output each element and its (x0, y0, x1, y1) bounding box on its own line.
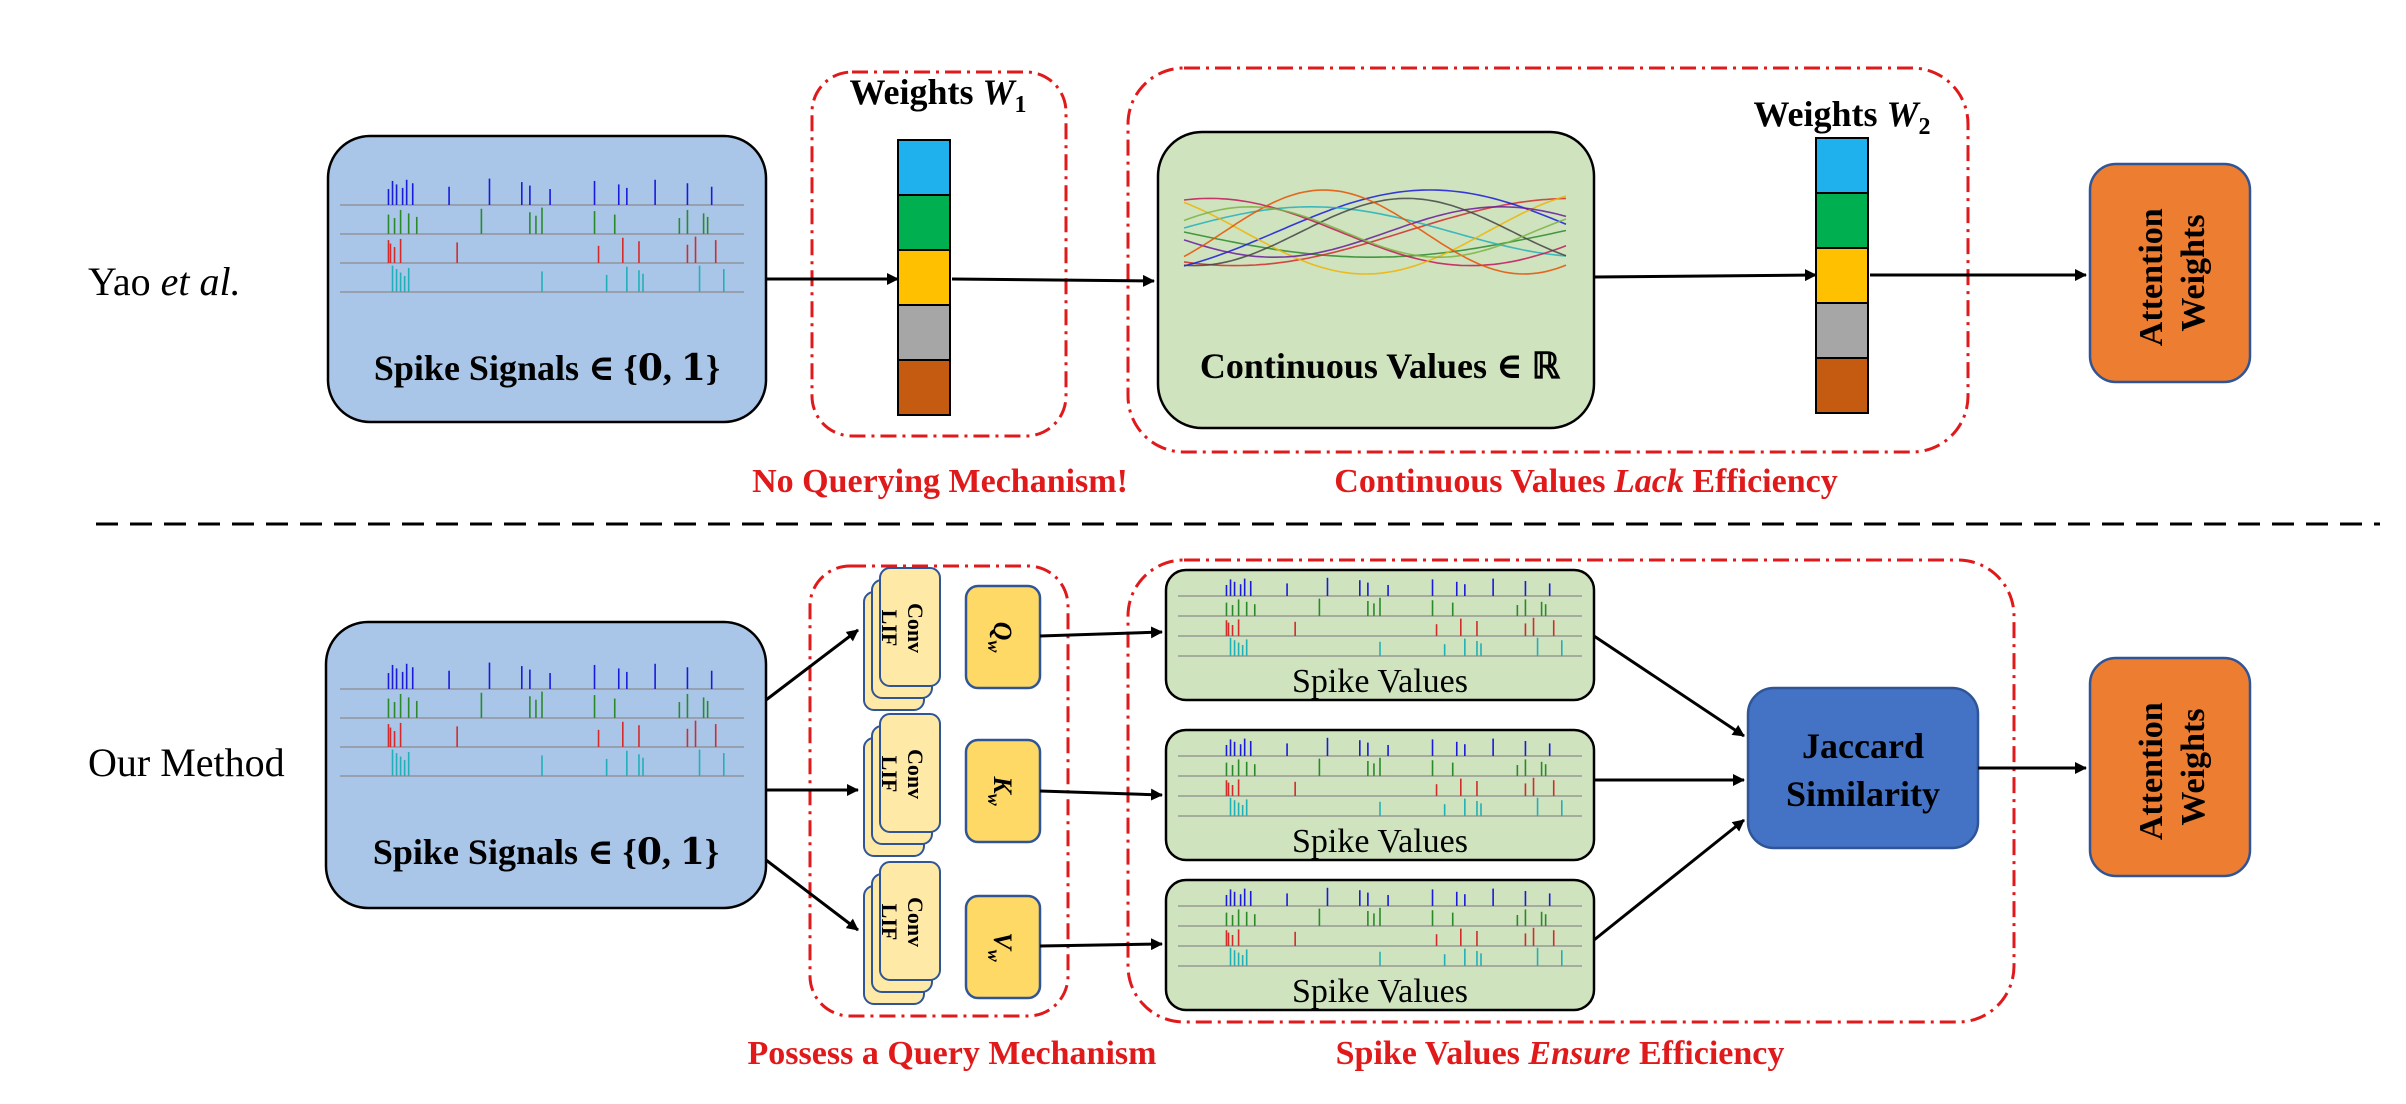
spike-values-label-v: Spike Values (1292, 973, 1468, 1010)
weights2-label: Weights W2 (1753, 94, 1930, 140)
continuous-values-box: Continuous Values ∈ ℝ (1156, 130, 1596, 430)
weights1-label: Weights W1 (849, 72, 1026, 118)
svg-text:ConvLIF: ConvLIF (877, 603, 928, 653)
spike-trace-plot (340, 662, 744, 777)
continuous-curves (1183, 189, 1567, 275)
svg-text:Jaccard: Jaccard (1802, 726, 1924, 766)
svg-text:ConvLIF: ConvLIF (877, 897, 928, 947)
conv-lif-stack-k: ConvLIF (863, 713, 941, 857)
v-weight-box: Vw (964, 894, 1042, 1000)
weights1-matrix (897, 139, 951, 416)
top-spike-signals-box: Spike Signals ∈ {𝟎, 𝟏} (326, 134, 768, 424)
top-attention-weights-box: Attention Weights (2088, 162, 2252, 384)
spike-values-label-k: Spike Values (1292, 823, 1468, 860)
top-row-label: Yao et al. (88, 259, 241, 304)
svg-text:Qw: Qw (984, 622, 1017, 654)
bottom-arrows (765, 626, 2087, 951)
top-spike-box-label: Spike Signals ∈ {𝟎, 𝟏} (374, 348, 720, 388)
spike-values-box-q: Spike Values (1164, 568, 1596, 702)
annotation-ensure-efficiency: Spike Values Ensure Efficiency (1336, 1035, 1785, 1072)
conv-lif-stack-q: ConvLIF (863, 567, 941, 711)
top-continuous-group-border (1126, 66, 1970, 454)
annotation-possess-query: Possess a Query Mechanism (748, 1035, 1157, 1072)
spike-values-box-v: Spike Values (1164, 878, 1596, 1012)
svg-text:ConvLIF: ConvLIF (877, 749, 928, 799)
continuous-box-label: Continuous Values ∈ ℝ (1200, 346, 1561, 386)
top-weights1-group-border (810, 70, 1068, 438)
spike-values-box-k: Spike Values (1164, 728, 1596, 862)
spike-trace-plot (1178, 737, 1582, 817)
weights2-matrix (1815, 137, 1869, 414)
svg-text:Kw: Kw (984, 775, 1017, 806)
annotation-lack-efficiency: Continuous Values Lack Efficiency (1334, 463, 1837, 500)
svg-text:Attention Weights: Attention Weights (2133, 200, 2212, 346)
bottom-spike-box-label: Spike Signals ∈ {𝟎, 𝟏} (373, 832, 719, 872)
bottom-efficiency-group-border (1126, 558, 2016, 1024)
top-arrows (766, 269, 2087, 287)
spike-trace-plot (1178, 577, 1582, 657)
spike-trace-plot (1178, 887, 1582, 967)
bottom-attention-weights-box: Attention Weights (2088, 656, 2252, 878)
svg-text:Vw: Vw (984, 932, 1017, 962)
k-weight-box: Kw (964, 738, 1042, 844)
spike-values-label-q: Spike Values (1292, 663, 1468, 700)
spike-trace-plot (340, 178, 744, 293)
conv-lif-stacks: ConvLIF ConvLIF ConvLIF (863, 567, 941, 1005)
conv-lif-stack-v: ConvLIF (863, 861, 941, 1005)
svg-text:Similarity: Similarity (1786, 774, 1940, 814)
svg-text:Attention Weights: Attention Weights (2133, 694, 2212, 840)
jaccard-similarity-box: Jaccard Similarity (1746, 686, 1980, 850)
q-weight-box: Qw (964, 584, 1042, 690)
bottom-spike-signals-box: Spike Signals ∈ {𝟎, 𝟏} (324, 620, 768, 910)
bottom-row-label: Our Method (88, 740, 285, 785)
annotation-no-query: No Querying Mechanism! (752, 463, 1128, 500)
